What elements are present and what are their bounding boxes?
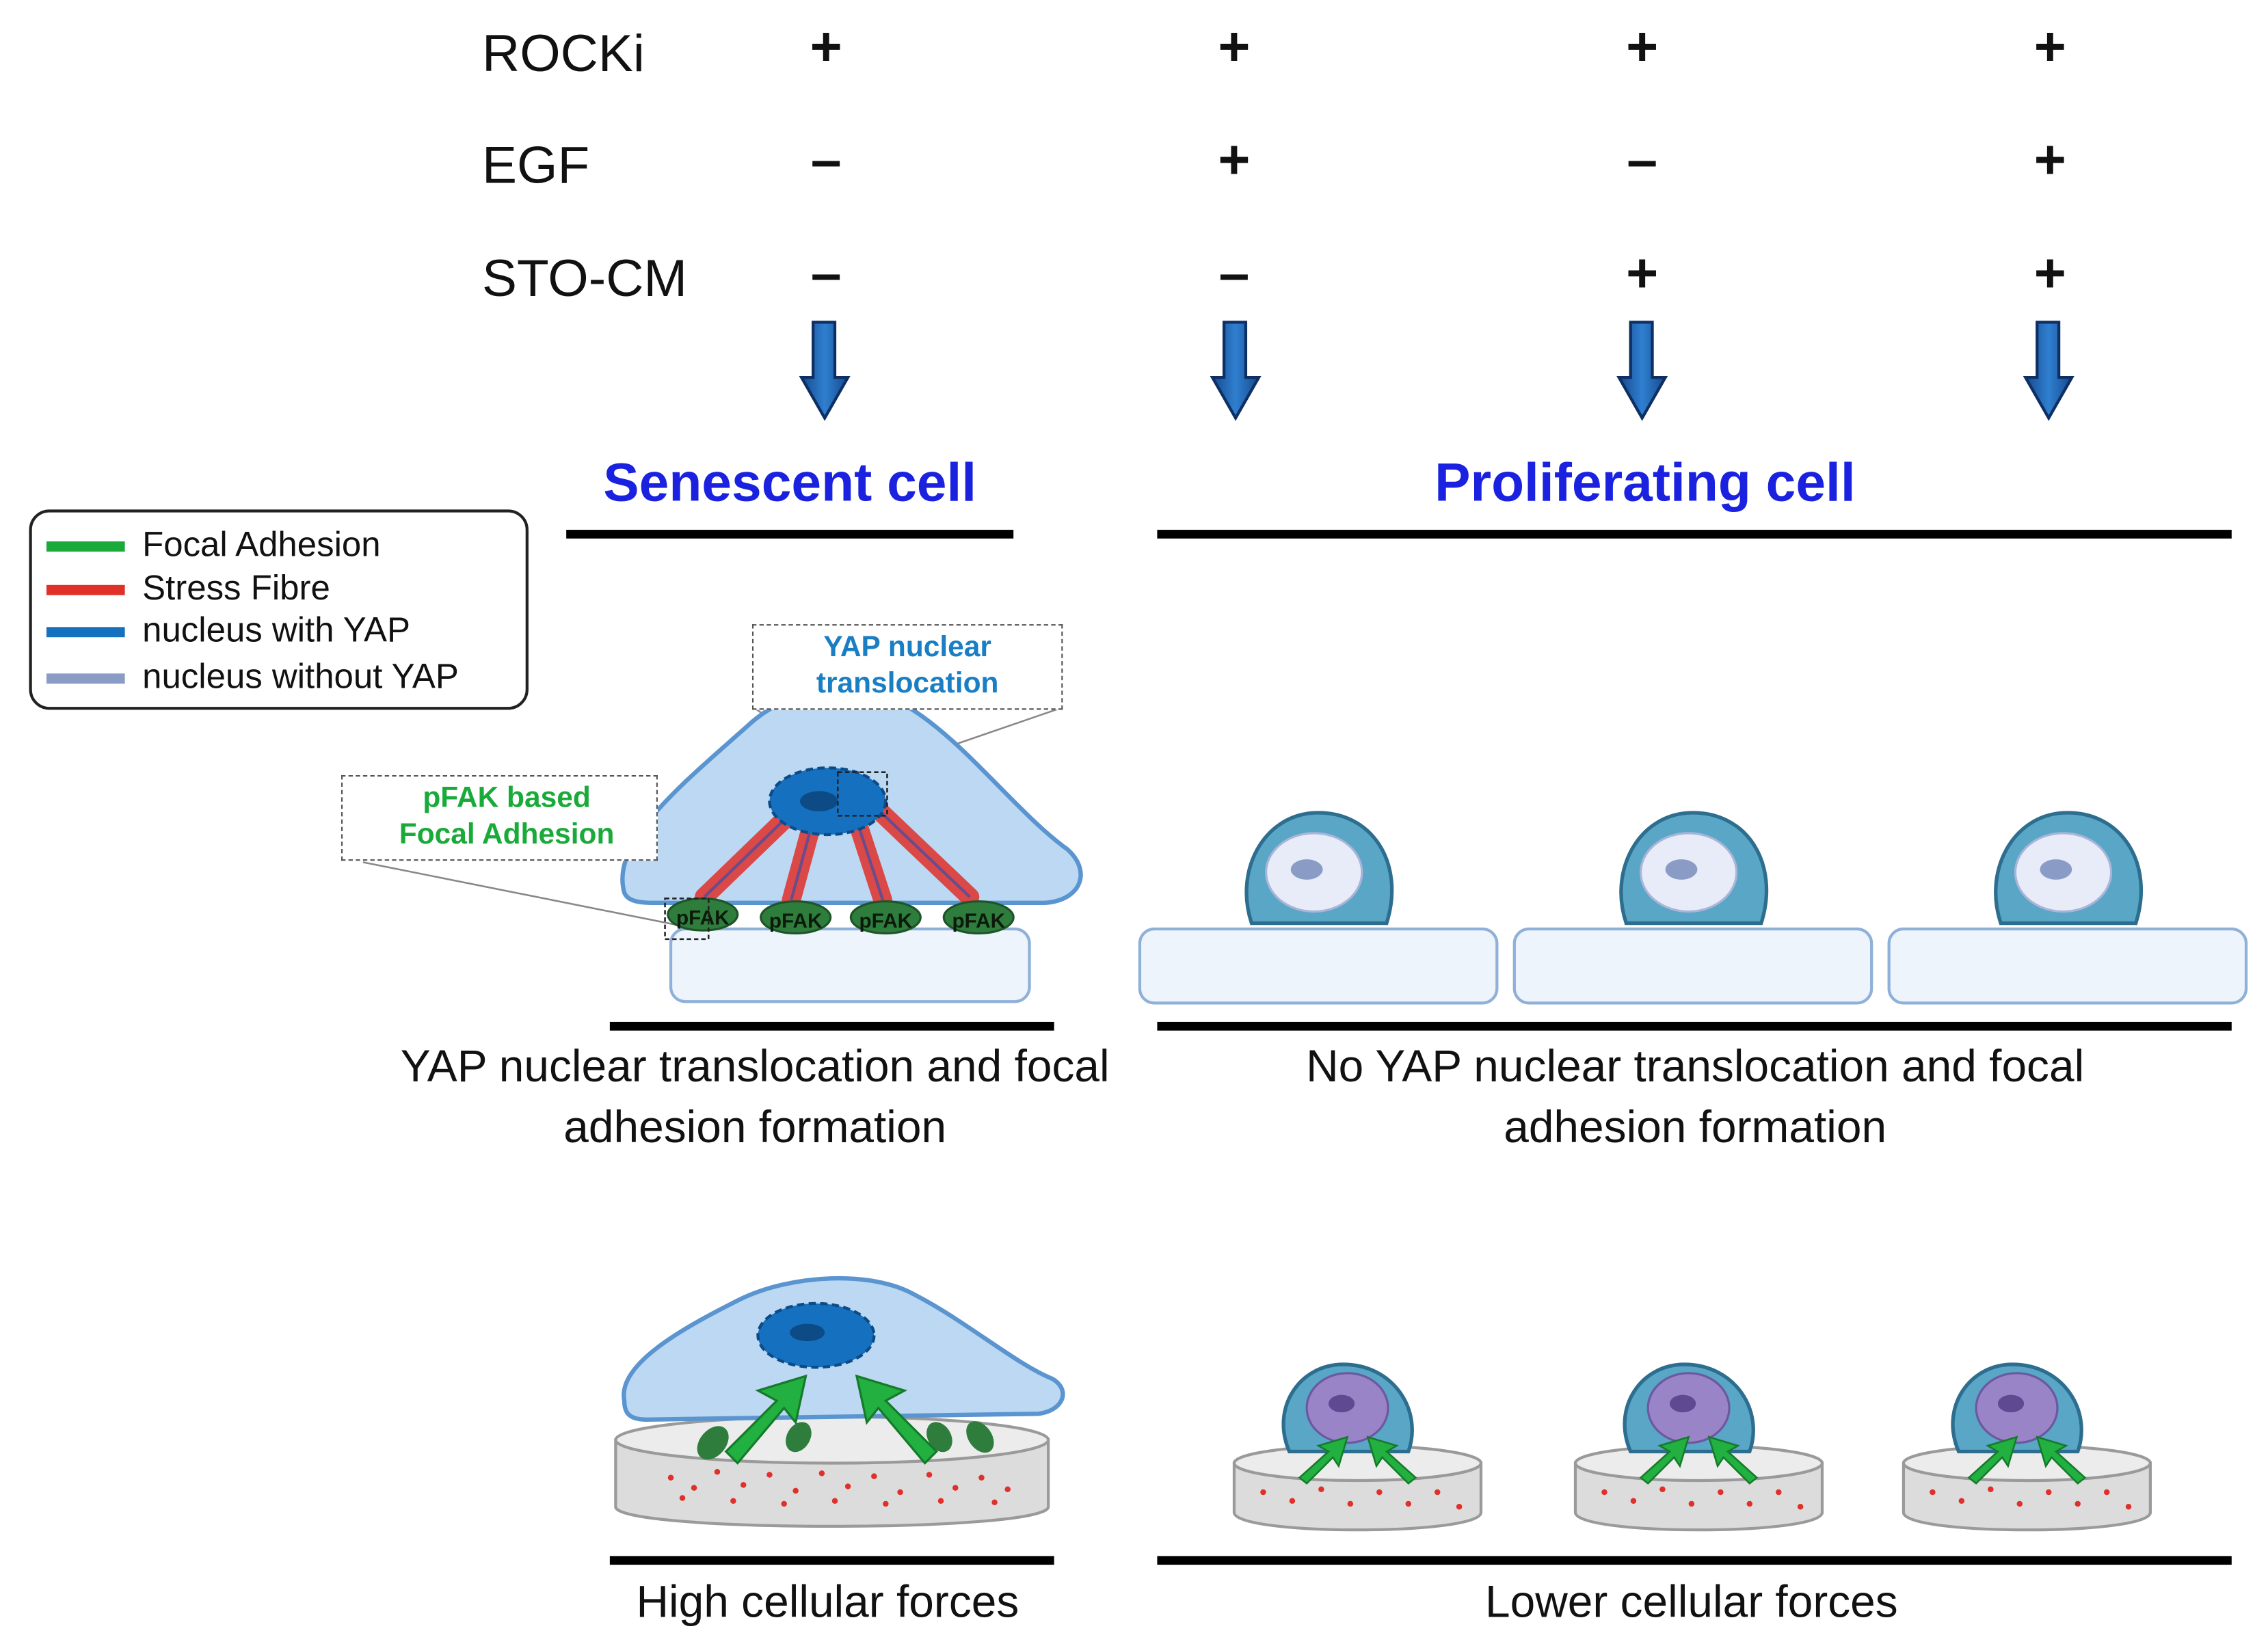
callout-yap-text: YAP nuclear translocation — [816, 631, 999, 700]
substrate-block — [669, 927, 1031, 1003]
heading-proliferating: Proliferating cell — [1435, 453, 1856, 513]
legend-item: Stress Fibre — [46, 567, 330, 611]
caption-proliferating-bottom: Lower cellular forces — [1485, 1576, 1898, 1628]
rule-senescent-top — [566, 530, 1014, 539]
legend: Focal Adhesion Stress Fibre nucleus with… — [29, 509, 529, 710]
sign-rocki-1: + — [810, 17, 842, 79]
row-label-rocki: ROCKi — [482, 23, 645, 83]
down-arrow-icon — [2023, 321, 2074, 421]
sign-egf-1: – — [810, 131, 842, 192]
senescent-cell: pFAK pFAK pFAK pFAK — [620, 686, 1083, 941]
legend-label: Focal Adhesion — [142, 525, 381, 565]
sign-egf-4: + — [2033, 131, 2066, 192]
legend-swatch — [46, 673, 125, 684]
legend-item: nucleus with YAP — [46, 610, 410, 653]
sign-stocm-4: + — [2033, 243, 2066, 305]
down-arrow-icon — [1210, 321, 1262, 421]
legend-label: nucleus with YAP — [142, 610, 410, 651]
cell-illustrations-bottom — [614, 1276, 2152, 1532]
sign-rocki-3: + — [1626, 17, 1659, 79]
force-arrow-icon — [724, 1374, 938, 1465]
rule-proliferating-bottom — [1157, 1556, 2232, 1565]
caption-senescent-bottom: High cellular forces — [636, 1576, 1019, 1628]
pfak-label: pFAK — [952, 910, 1005, 932]
senescent-cell-on-gel — [614, 1276, 1065, 1528]
legend-swatch — [46, 584, 125, 595]
proliferating-cell — [1887, 811, 2248, 1005]
legend-item: Focal Adhesion — [46, 524, 381, 568]
rule-senescent-middle — [609, 1021, 1054, 1031]
down-arrows — [799, 321, 2074, 421]
rule-proliferating-top — [1157, 530, 2232, 539]
legend-item: nucleus without YAP — [46, 656, 459, 700]
row-label-sto-cm: STO-CM — [482, 248, 688, 308]
pfak-label: pFAK — [859, 910, 913, 932]
sign-egf-3: – — [1627, 131, 1658, 192]
sign-egf-2: + — [1218, 131, 1251, 192]
pfak-label: pFAK — [769, 910, 823, 932]
bead-dots — [667, 1468, 1011, 1507]
proliferating-cell-on-gel — [1573, 1362, 1824, 1532]
sign-rocki-2: + — [1218, 17, 1251, 79]
heading-senescent: Senescent cell — [603, 453, 977, 513]
proliferating-cell — [1138, 811, 1499, 1005]
legend-swatch — [46, 541, 125, 551]
row-label-egf: EGF — [482, 135, 590, 195]
down-arrow-icon — [799, 321, 851, 421]
cell-illustrations-middle: pFAK pFAK pFAK pFAK — [362, 686, 2248, 1005]
sign-stocm-2: – — [1218, 243, 1250, 305]
sign-stocm-3: + — [1626, 243, 1659, 305]
proliferating-cell — [1512, 811, 1873, 1005]
proliferating-cell-on-gel — [1232, 1362, 1483, 1532]
rule-proliferating-middle — [1157, 1021, 2232, 1031]
legend-label: nucleus without YAP — [142, 657, 459, 697]
callout-pfak: pFAK based Focal Adhesion — [341, 774, 658, 861]
rule-senescent-bottom — [609, 1556, 1054, 1565]
legend-label: Stress Fibre — [142, 569, 330, 608]
down-arrow-icon — [1616, 321, 1668, 421]
focal-adhesions — [667, 897, 1015, 935]
focal-adhesions — [697, 1421, 994, 1460]
caption-senescent-middle: YAP nuclear translocation and focal adhe… — [400, 1040, 1110, 1153]
pfak-label: pFAK — [676, 907, 730, 930]
callout-pfak-text: pFAK based Focal Adhesion — [399, 782, 615, 851]
callout-yap-translocation: YAP nuclear translocation — [751, 624, 1063, 710]
legend-swatch — [46, 626, 125, 637]
caption-proliferating-middle: No YAP nuclear translocation and focal a… — [1306, 1040, 2085, 1153]
sign-stocm-1: – — [810, 243, 842, 305]
proliferating-cell-on-gel — [1902, 1362, 2152, 1532]
sign-rocki-4: + — [2033, 17, 2066, 79]
